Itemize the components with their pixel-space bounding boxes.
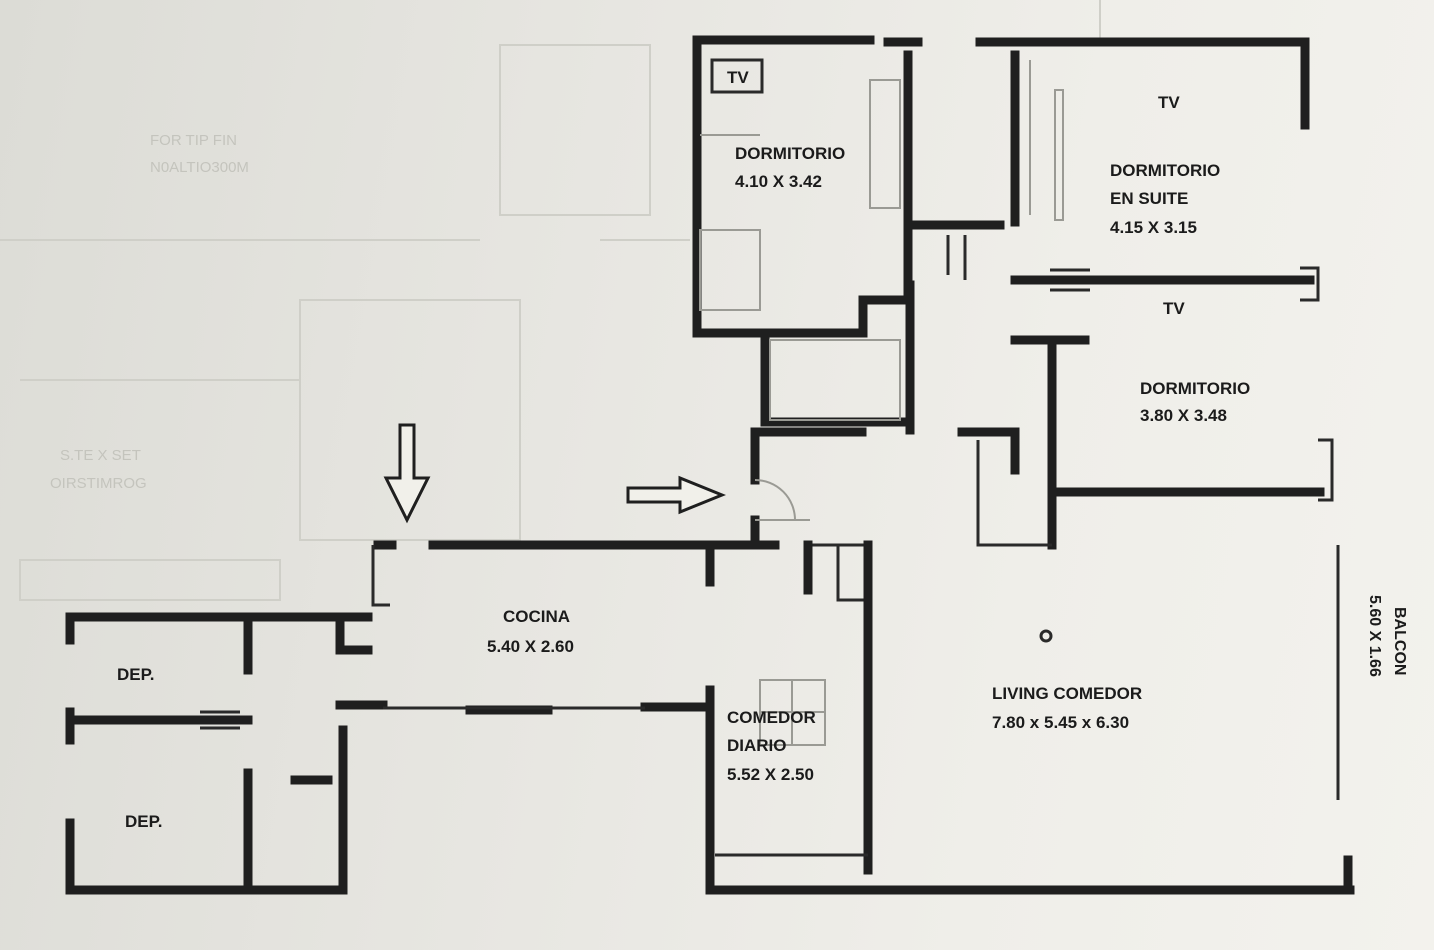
room-name-dormitorio-2: DORMITORIO (1140, 379, 1250, 398)
room-name-living: LIVING COMEDOR (992, 684, 1142, 703)
room-size-balcon: 5.60 X 1.66 (1366, 595, 1383, 677)
room-size-dormitorio-1: 4.10 X 3.42 (735, 172, 822, 191)
room-size-suite: 4.15 X 3.15 (1110, 218, 1197, 237)
svg-text:N0ALTIO300M: N0ALTIO300M (150, 159, 249, 176)
entry-arrows (383, 423, 726, 524)
room-name-suite-line1: DORMITORIO (1110, 161, 1220, 180)
walls (65, 35, 1355, 895)
room-name-balcon: BALCON (1391, 607, 1408, 675)
room-size-comedor: 5.52 X 2.50 (727, 765, 814, 784)
tv-label-dormitorio-2: TV (1163, 299, 1185, 318)
room-size-cocina: 5.40 X 2.60 (487, 637, 574, 656)
room-name-suite-line2: EN SUITE (1110, 189, 1188, 208)
svg-text:S.TE X SET: S.TE X SET (60, 447, 141, 464)
room-labels: TV DORMITORIO 4.10 X 3.42 TV DORMITORIO … (117, 68, 1408, 831)
room-size-living: 7.80 x 5.45 x 6.30 (992, 713, 1129, 732)
fixtures (200, 58, 1090, 746)
room-name-dormitorio-1: DORMITORIO (735, 144, 845, 163)
room-name-comedor-line1: COMEDOR (727, 708, 816, 727)
room-name-cocina: COCINA (503, 607, 570, 626)
entry-arrow-down-icon (383, 423, 431, 524)
room-name-comedor-line2: DIARIO (727, 736, 787, 755)
room-name-dep-1: DEP. (117, 665, 155, 684)
entry-arrow-right-icon (626, 475, 726, 515)
room-name-dep-2: DEP. (125, 812, 163, 831)
tv-label-suite: TV (1158, 93, 1180, 112)
tv-label-dormitorio: TV (727, 68, 749, 87)
room-size-dormitorio-2: 3.80 X 3.48 (1140, 406, 1227, 425)
background-ghost-lines: FOR TIP FIN N0ALTIO300M S.TE X SET OIRST… (0, 0, 1101, 601)
svg-text:FOR TIP FIN: FOR TIP FIN (150, 132, 237, 149)
svg-text:OIRSTIMROG: OIRSTIMROG (50, 475, 147, 492)
